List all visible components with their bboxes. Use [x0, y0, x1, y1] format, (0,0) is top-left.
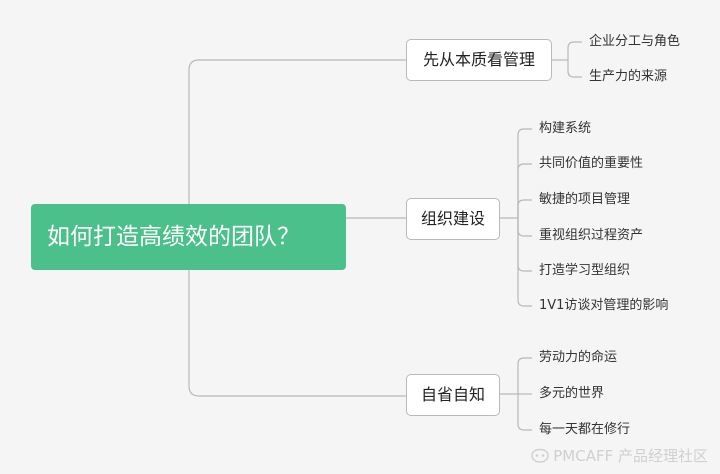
connector-leaf-2-1: [517, 128, 532, 218]
branch-topic-2[interactable]: 组织建设: [406, 198, 500, 240]
connector-leaf-1-1: [567, 41, 582, 60]
connector-leaf-3-1: [517, 357, 532, 394]
connector-leaf-2-5: [517, 218, 532, 272]
connector-leaf-2-4: [517, 218, 532, 237]
watermark: PMCAFF 产品经理社区: [531, 445, 708, 466]
connector-leaf-2-3: [517, 199, 532, 218]
connector-leaf-1-2: [567, 60, 582, 78]
leaf-topic-2-6[interactable]: 1V1访谈对管理的影响: [539, 298, 669, 313]
leaf-topic-1-1[interactable]: 企业分工与角色: [589, 34, 681, 49]
leaf-topic-2-2[interactable]: 共同价值的重要性: [539, 156, 644, 171]
connector-leaf-2-2: [517, 163, 532, 218]
leaf-topic-2-5[interactable]: 打造学习型组织: [539, 263, 631, 278]
connector-root-branch-3: [188, 270, 406, 397]
connector-root-branch-1: [188, 59, 406, 204]
connector-leaf-3-3: [517, 394, 532, 431]
leaf-topic-2-1[interactable]: 构建系统: [539, 121, 592, 136]
leaf-topic-3-1[interactable]: 劳动力的命运: [539, 350, 618, 365]
branch-topic-3[interactable]: 自省自知: [406, 374, 500, 416]
leaf-topic-3-2[interactable]: 多元的世界: [539, 386, 605, 401]
connector-leaf-2-6: [517, 218, 532, 307]
leaf-topic-2-3[interactable]: 敏捷的项目管理: [539, 192, 631, 207]
branch-topic-1[interactable]: 先从本质看管理: [406, 39, 552, 81]
watermark-text: PMCAFF 产品经理社区: [553, 447, 708, 465]
leaf-topic-3-3[interactable]: 每一天都在修行: [539, 422, 631, 437]
pmcaff-logo-icon: [531, 448, 549, 463]
root-topic[interactable]: 如何打造高绩效的团队？: [31, 204, 346, 270]
leaf-topic-2-4[interactable]: 重视组织过程资产: [539, 228, 644, 243]
leaf-topic-1-2[interactable]: 生产力的来源: [589, 69, 668, 84]
